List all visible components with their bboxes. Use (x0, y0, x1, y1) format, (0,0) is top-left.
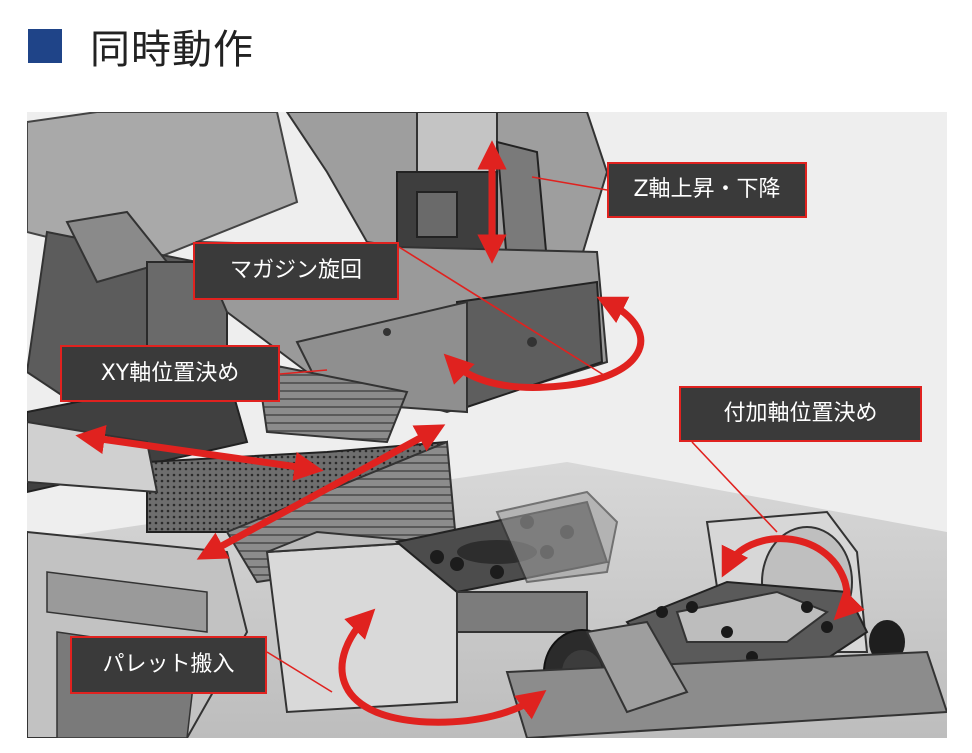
label-z-axis: Z軸上昇・下降 (607, 162, 807, 218)
y-axis-arrow (196, 424, 446, 560)
label-pallet: パレット搬入 (70, 636, 267, 694)
page-title: 同時動作 (90, 27, 254, 73)
label-magazine: マガジン旋回 (193, 242, 399, 300)
leader-additional (691, 441, 778, 533)
title-marker-square (28, 29, 62, 63)
machine-illustration: Z軸上昇・下降 マガジン旋回 XY軸位置決め 付加軸位置決め パレット搬入 (27, 112, 947, 738)
label-additional-axis: 付加軸位置決め (679, 386, 922, 442)
pallet-arrow (338, 608, 547, 726)
leader-xy (279, 369, 328, 375)
leader-pallet (266, 651, 333, 693)
label-xy-axis: XY軸位置決め (60, 345, 280, 402)
additional-axis-arrow (721, 535, 865, 621)
motion-arrows (75, 140, 865, 726)
magazine-rotate-arrow (443, 296, 645, 391)
section-header: 同時動作 (28, 16, 254, 76)
leader-z (531, 176, 608, 191)
